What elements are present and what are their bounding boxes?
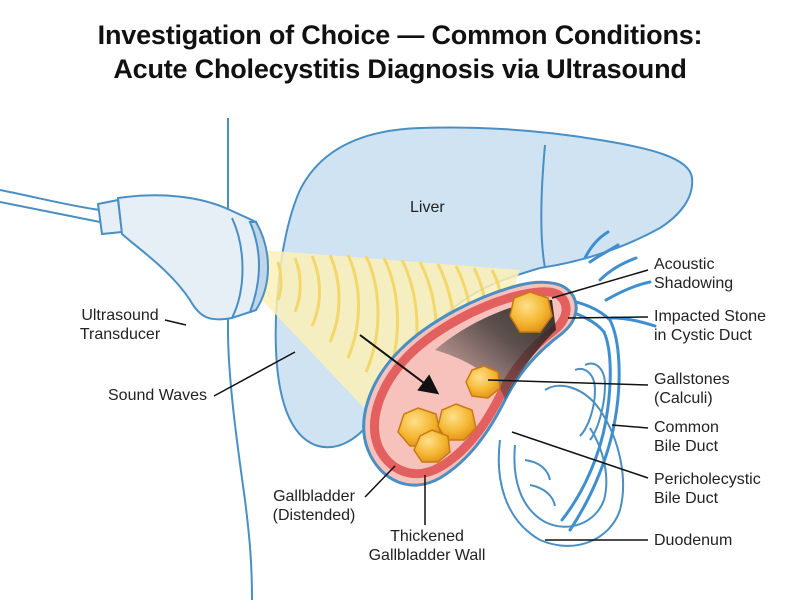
title-line-1: Investigation of Choice — Common Conditi… — [97, 20, 703, 50]
label-shadowing-line-1: Acoustic — [654, 256, 715, 273]
label-gallbladder-line-2: (Distended) — [272, 507, 356, 524]
label-cbd-line-2: Bile Duct — [654, 438, 719, 455]
label-duodenum: Duodenum — [654, 532, 733, 549]
page-title: Investigation of Choice — Common Conditi… — [0, 18, 800, 86]
label-ultrasound-transducer: Ultrasound Transducer — [70, 306, 170, 344]
bile-ducts — [558, 230, 657, 532]
label-cbd-line-1: Common — [654, 419, 719, 436]
label-common-bile-duct: Common Bile Duct — [654, 418, 719, 456]
label-transducer-line-1: Ultrasound — [81, 307, 159, 324]
label-gallbladder-wall: Thickened Gallbladder Wall — [365, 527, 489, 565]
label-wall-line-2: Gallbladder Wall — [368, 547, 486, 564]
ultrasound-transducer — [0, 189, 269, 321]
label-gallbladder: Gallbladder (Distended) — [262, 487, 366, 525]
label-impacted-line-1: Impacted Stone — [654, 308, 767, 325]
label-impacted-stone: Impacted Stone in Cystic Duct — [654, 307, 766, 345]
body-outline — [227, 118, 253, 600]
label-transducer-line-2: Transducer — [79, 326, 161, 343]
label-gallstones: Gallstones (Calculi) — [654, 370, 730, 408]
label-peri-line-2: Bile Duct — [654, 490, 719, 507]
label-gallbladder-line-1: Gallbladder — [273, 488, 355, 505]
title-line-2: Acute Cholecystitis Diagnosis via Ultras… — [113, 54, 687, 84]
gallstones — [397, 291, 553, 463]
label-shadowing-line-2: Shadowing — [654, 275, 734, 292]
duodenum — [497, 362, 625, 547]
gallbladder-arrow — [359, 334, 440, 395]
leader-lines — [164, 269, 649, 541]
label-acoustic-shadowing: Acoustic Shadowing — [654, 255, 733, 293]
label-impacted-line-2: in Cystic Duct — [654, 327, 752, 344]
label-peri-line-1: Pericholecystic — [654, 471, 761, 488]
label-sound-waves: Sound Waves — [108, 387, 208, 404]
label-gallstones-line-2: (Calculi) — [654, 390, 713, 407]
liver-fissure — [540, 144, 546, 269]
label-liver: Liver — [410, 199, 445, 216]
label-pericholecystic: Pericholecystic Bile Duct — [654, 470, 761, 508]
label-gallstones-line-1: Gallstones — [654, 371, 730, 388]
label-wall-line-1: Thickened — [390, 528, 464, 545]
